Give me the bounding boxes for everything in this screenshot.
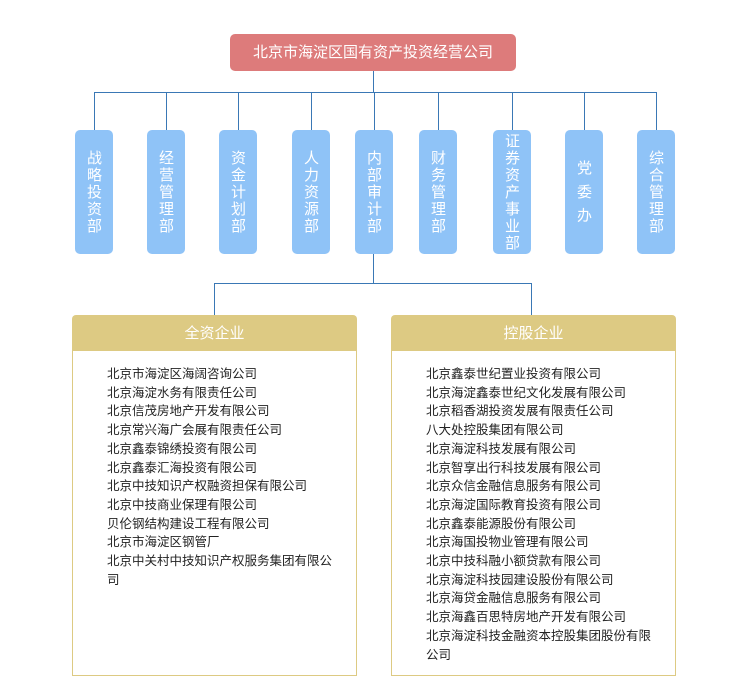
group-holding: 控股企业 北京鑫泰世纪置业投资有限公司北京海淀鑫泰世纪文化发展有限公司北京稻香湖… xyxy=(391,315,676,677)
connector xyxy=(238,92,239,130)
root-node: 北京市海淀区国有资产投资经营公司 xyxy=(230,34,516,71)
department-node: 人力资源部 xyxy=(292,130,330,254)
department-node: 证券资产事业部 xyxy=(493,130,531,254)
connector xyxy=(94,92,95,130)
department-node: 经营管理部 xyxy=(147,130,185,254)
company-item: 北京常兴海广会展有限责任公司 xyxy=(107,422,283,438)
company-item: 北京鑫泰汇海投资有限公司 xyxy=(107,459,258,475)
connector xyxy=(214,283,215,315)
department-node: 战略投资部 xyxy=(75,130,113,254)
company-item: 贝伦钢结构建设工程有限公司 xyxy=(107,515,270,531)
company-item: 北京市海淀区海阔咨询公司 xyxy=(107,366,258,381)
connector xyxy=(374,92,375,130)
department-label: 内部审计部 xyxy=(365,149,383,235)
company-item: 北京稻香湖投资发展有限责任公司 xyxy=(426,403,614,419)
department-label: 资金计划部 xyxy=(229,149,247,235)
company-item: 北京市海淀区钢管厂 xyxy=(107,534,220,550)
company-item: 北京海淀国际教育投资有限公司 xyxy=(426,496,602,512)
connector xyxy=(584,92,585,130)
group-title: 全资企业 xyxy=(72,315,357,351)
company-item: 北京海淀科技金融资本控股集团股份有限公司 xyxy=(426,627,652,662)
department-label: 经营管理部 xyxy=(157,149,175,235)
connector xyxy=(531,283,532,315)
department-node: 综合管理部 xyxy=(637,130,675,254)
department-label: 战略投资部 xyxy=(85,149,103,235)
company-item: 北京众信金融信息服务有限公司 xyxy=(426,478,602,494)
company-item: 北京中技科融小额贷款有限公司 xyxy=(426,553,602,569)
connector xyxy=(373,254,374,283)
company-item: 北京海淀科技园建设股份有限公司 xyxy=(426,571,614,587)
group-wholly-owned: 全资企业 北京市海淀区海阔咨询公司北京海淀水务有限责任公司北京信茂房地产开发有限… xyxy=(72,315,357,677)
company-item: 北京海淀鑫泰世纪文化发展有限公司 xyxy=(426,384,627,400)
department-node: 党 委 办 xyxy=(565,130,603,254)
connector xyxy=(438,92,439,130)
company-item: 北京鑫泰能源股份有限公司 xyxy=(426,515,577,531)
department-node: 资金计划部 xyxy=(219,130,257,254)
connector xyxy=(311,92,312,130)
department-label: 人力资源部 xyxy=(302,149,320,235)
department-node: 财务管理部 xyxy=(419,130,457,254)
company-item: 北京智享出行科技发展有限公司 xyxy=(426,459,602,475)
connector xyxy=(512,92,513,130)
company-item: 北京中关村中技知识产权服务集团有限公司 xyxy=(107,553,333,587)
company-item: 北京海鑫百思特房地产开发有限公司 xyxy=(426,609,627,625)
company-item: 北京中技知识产权融资担保有限公司 xyxy=(107,478,308,494)
department-label: 财务管理部 xyxy=(429,149,447,235)
connector xyxy=(166,92,167,130)
company-item: 北京海淀科技发展有限公司 xyxy=(426,440,577,456)
connector xyxy=(94,92,657,93)
company-item: 北京海国投物业管理有限公司 xyxy=(426,534,589,550)
company-item: 北京信茂房地产开发有限公司 xyxy=(107,403,270,419)
company-item: 北京海淀水务有限责任公司 xyxy=(107,384,258,400)
company-item: 北京中技商业保理有限公司 xyxy=(107,496,258,512)
connector xyxy=(373,71,374,93)
department-label: 党 委 办 xyxy=(575,159,593,225)
connector xyxy=(214,283,532,284)
company-item: 北京鑫泰锦绣投资有限公司 xyxy=(107,440,258,456)
company-item: 北京鑫泰世纪置业投资有限公司 xyxy=(426,366,602,381)
department-label: 综合管理部 xyxy=(647,149,665,235)
department-label: 证券资产事业部 xyxy=(503,132,521,252)
company-item: 八大处控股集团有限公司 xyxy=(426,422,564,438)
connector xyxy=(656,92,657,130)
group-title: 控股企业 xyxy=(391,315,676,351)
department-node: 内部审计部 xyxy=(355,130,393,254)
company-item: 北京海贷金融信息服务有限公司 xyxy=(426,590,602,606)
